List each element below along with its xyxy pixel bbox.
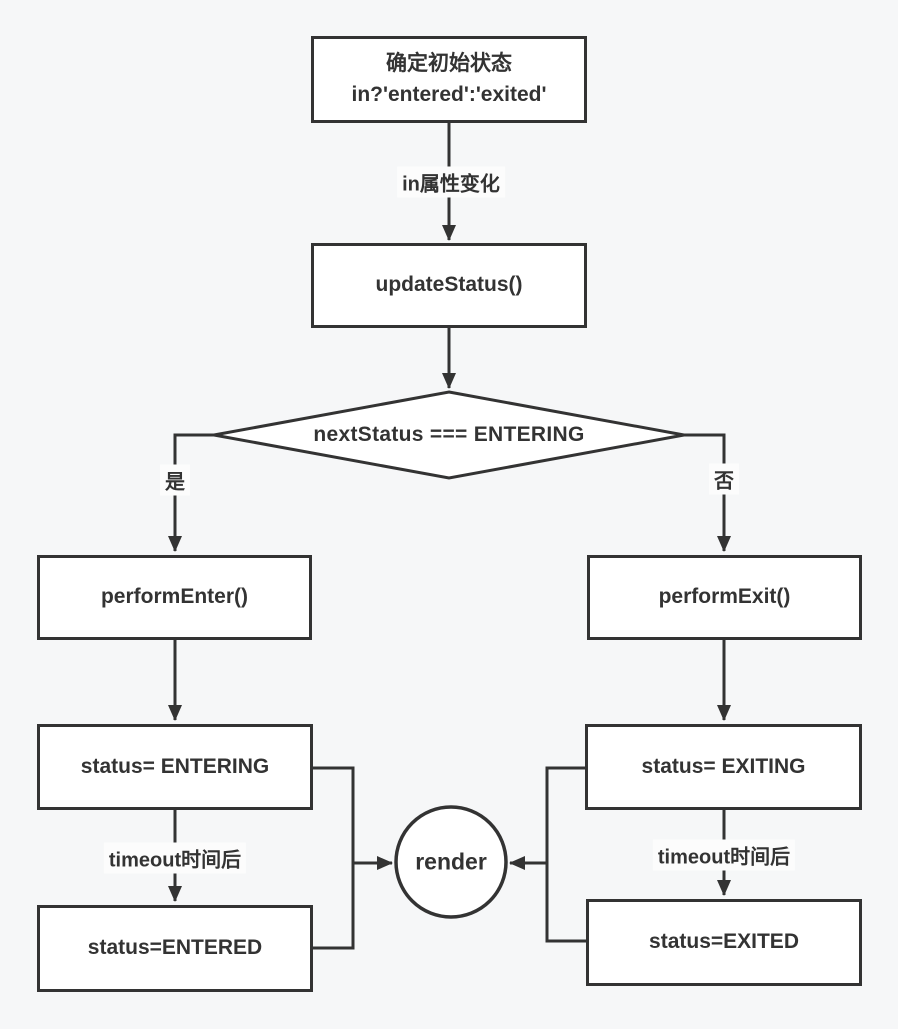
node-perform-exit-label: performExit() (658, 585, 791, 609)
node-status-entered-label: status=ENTERED (87, 936, 263, 960)
node-init: 确定初始状态 in?'entered':'exited' (311, 36, 587, 123)
decision-diamond-label: nextStatus === ENTERING (313, 423, 585, 446)
node-status-exited: status=EXITED (586, 899, 862, 986)
edge-label-timeout-left: timeout时间后 (103, 842, 247, 874)
node-init-line1: 确定初始状态 (386, 52, 512, 76)
node-status-entering: status= ENTERING (37, 724, 313, 810)
node-init-line2: in?'entered':'exited' (351, 82, 547, 106)
node-status-entering-label: status= ENTERING (80, 754, 270, 778)
node-status-exiting-label: status= EXITING (641, 754, 806, 778)
node-status-exited-label: status=EXITED (649, 930, 799, 954)
edge-label-no: 否 (709, 463, 739, 495)
edge-label-timeout-right: timeout时间后 (652, 839, 796, 871)
node-status-entered: status=ENTERED (37, 905, 313, 992)
node-perform-enter: performEnter() (37, 555, 312, 640)
edge-decision-yes (168, 433, 214, 552)
edge-right-merge-rail (545, 766, 586, 943)
edge-left-merge-rail (313, 766, 355, 950)
render-circle-shape (394, 805, 508, 919)
edge-label-in-change: in属性变化 (397, 166, 505, 198)
node-status-exiting: status= EXITING (585, 724, 862, 810)
node-update-status-label: updateStatus() (375, 273, 523, 297)
decision-diamond-shape (213, 390, 685, 480)
render-circle-label: render (415, 848, 487, 875)
edge-decision-no (684, 433, 731, 552)
edge-label-yes: 是 (160, 464, 190, 496)
node-perform-exit: performExit() (587, 555, 862, 640)
node-perform-enter-label: performEnter() (100, 585, 248, 609)
node-update-status: updateStatus() (311, 243, 587, 328)
